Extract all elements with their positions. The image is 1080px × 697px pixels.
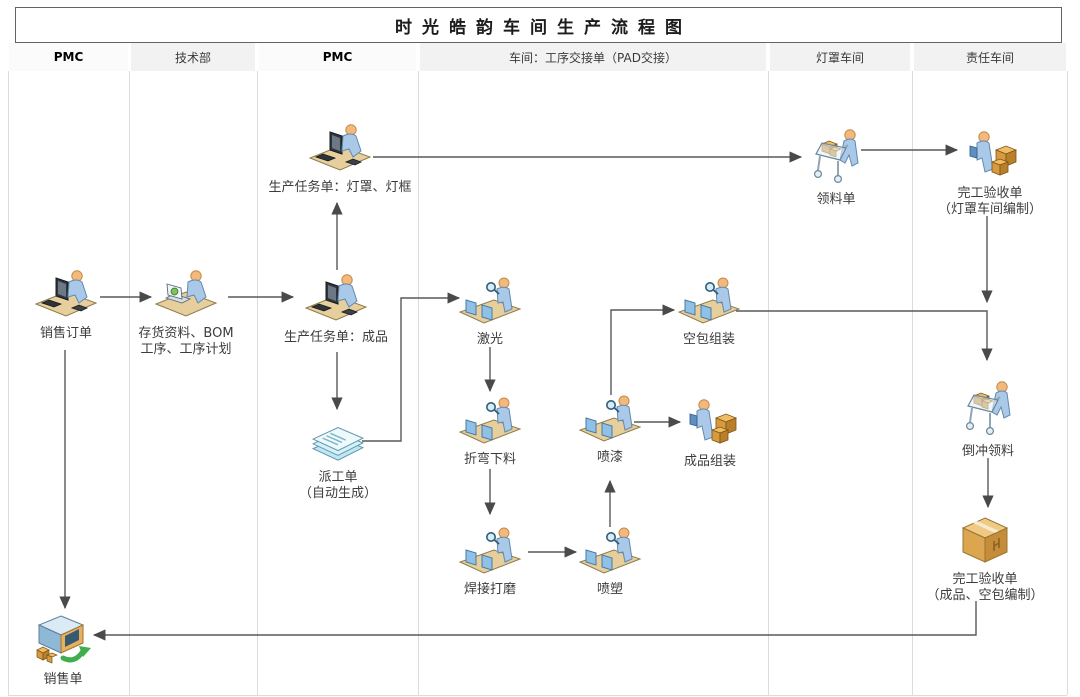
user-boxes-icon xyxy=(962,130,1018,184)
lane-header-pmc-left: PMC xyxy=(9,43,128,71)
arrow-completion-finished-to-sales-delivery xyxy=(92,601,977,641)
node-inventory-bom: 存货资料、BOM 工序、工序计划 xyxy=(101,268,271,358)
node-label: 喷塑 xyxy=(596,582,623,597)
node-sales-delivery: 销售单 xyxy=(0,610,148,688)
node-label: 销售单 xyxy=(43,672,83,687)
lane-header-pmc-mid: PMC xyxy=(259,43,416,71)
node-label: 倒冲领料 xyxy=(961,444,1014,459)
lane-divider xyxy=(768,71,769,695)
node-material-requisition: 领料单 xyxy=(751,126,921,208)
workstation-user-icon xyxy=(677,276,741,330)
node-empty-pack-assembly: 空包组装 xyxy=(624,276,794,348)
lane-divider xyxy=(418,71,419,695)
node-label: 完工验收单 （灯罩车间编制） xyxy=(937,186,1042,217)
node-laser: 激光 xyxy=(405,276,575,348)
cart-user-icon xyxy=(960,378,1016,442)
node-completion-lampshade: 完工验收单 （灯罩车间编制） xyxy=(905,130,1075,218)
node-powder-coat: 喷塑 xyxy=(525,526,695,598)
node-label: 成品组装 xyxy=(683,454,736,469)
lane-divider xyxy=(8,71,9,695)
node-bending: 折弯下料 xyxy=(405,396,575,468)
lane-divider xyxy=(912,71,913,695)
cart-user-icon xyxy=(808,126,864,190)
node-product-assembly: 成品组装 xyxy=(625,398,795,470)
lane-divider xyxy=(1067,71,1068,695)
lane-header-workshop: 车间：工序交接单（PAD交接） xyxy=(420,43,766,71)
node-label: 销售订单 xyxy=(39,326,92,341)
node-label: 焊接打磨 xyxy=(463,582,516,597)
node-label: 派工单 （自动生成） xyxy=(298,470,377,501)
node-label: 完工验收单 （成品、空包编制） xyxy=(926,572,1044,603)
node-paint: 喷漆 xyxy=(525,394,695,466)
node-label: 存货资料、BOM 工序、工序计划 xyxy=(138,326,234,357)
node-label: 折弯下料 xyxy=(463,452,516,467)
desktop-user-icon xyxy=(304,272,368,328)
lane-bottom-border xyxy=(8,695,1067,696)
node-sales-order: 销售订单 xyxy=(0,268,151,342)
desktop-user-icon xyxy=(308,122,372,178)
diagram-title: 时光皓韵车间生产流程图 xyxy=(395,17,692,38)
arrow-dispatch-to-laser xyxy=(362,292,461,442)
workstation-user-icon xyxy=(458,526,522,580)
papers-icon xyxy=(308,418,368,468)
shipment-icon xyxy=(33,610,93,670)
node-dispatch: 派工单 （自动生成） xyxy=(253,418,423,502)
node-welding: 焊接打磨 xyxy=(405,526,575,598)
node-label: 空包组装 xyxy=(682,332,735,347)
node-label: 生产任务单：灯罩、灯框 xyxy=(268,180,412,195)
lane-header-lampshade: 灯罩车间 xyxy=(770,43,910,71)
laptop-user-icon xyxy=(154,268,218,324)
node-label: 激光 xyxy=(476,332,503,347)
arrow-empty-pack-to-backflush xyxy=(736,310,993,362)
lane-divider xyxy=(257,71,258,695)
node-label: 喷漆 xyxy=(596,450,623,465)
lane-header-tech-dept: 技术部 xyxy=(131,43,255,71)
desktop-user-icon xyxy=(34,268,98,324)
workstation-user-icon xyxy=(458,396,522,450)
user-boxes-icon xyxy=(682,398,738,452)
arrow-paint-to-empty-pack xyxy=(610,304,676,395)
node-task-lampshade: 生产任务单：灯罩、灯框 xyxy=(255,122,425,196)
node-label: 生产任务单：成品 xyxy=(283,330,388,345)
workstation-user-icon xyxy=(578,526,642,580)
carton-box-icon xyxy=(959,514,1011,570)
node-completion-finished: 完工验收单 （成品、空包编制） xyxy=(900,514,1070,604)
workstation-user-icon xyxy=(458,276,522,330)
node-backflush: 倒冲领料 xyxy=(903,378,1073,460)
lane-divider xyxy=(129,71,130,695)
lane-header-responsible: 责任车间 xyxy=(914,43,1066,71)
node-task-finished: 生产任务单：成品 xyxy=(251,272,421,346)
node-label: 领料单 xyxy=(816,192,856,207)
diagram-title-box: 时光皓韵车间生产流程图 xyxy=(15,7,1062,43)
